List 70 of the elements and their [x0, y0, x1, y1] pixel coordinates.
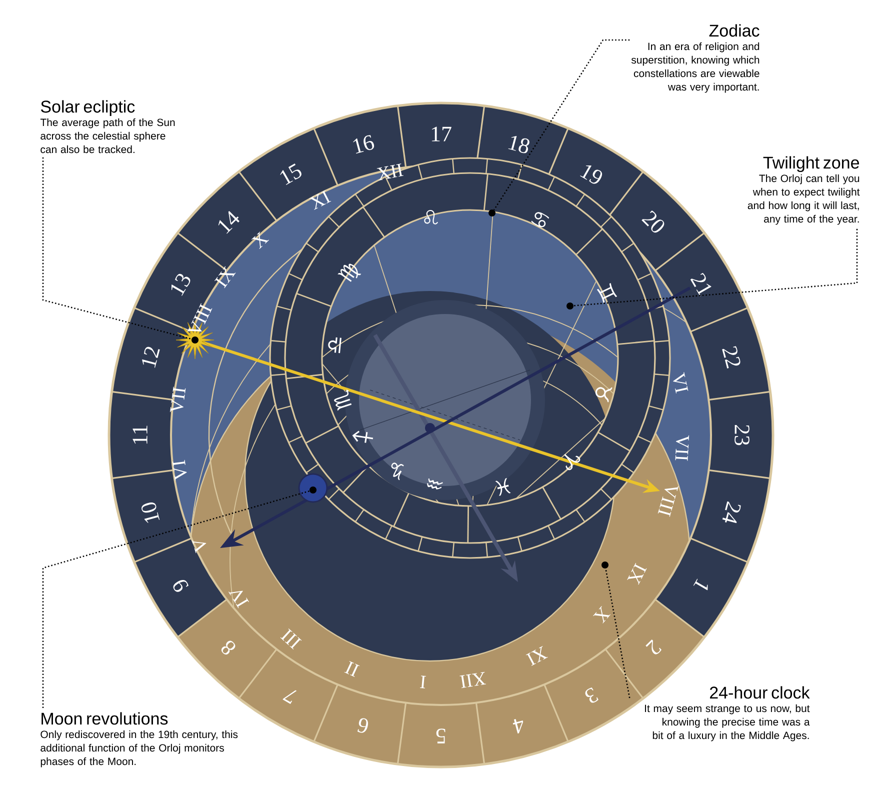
dial-numeral: 5	[436, 728, 446, 744]
zodiac-symbol: ♏	[334, 390, 352, 411]
dial-numeral: IX	[627, 562, 647, 585]
dial-numeral: XII	[460, 672, 486, 688]
dial-numeral: 9	[173, 580, 188, 592]
callout-text: 24-hour clock It may seem strange to us now, but knowing the precise time was a bit of a luxury in the Middle Ages.	[645, 686, 810, 742]
zodiac-symbol: ♒	[427, 478, 443, 490]
dial-numeral: 24	[722, 501, 741, 524]
pointer-dot	[488, 210, 496, 216]
dial-numeral: I	[420, 676, 426, 688]
dial-numeral: 14	[218, 210, 240, 234]
dial-numeral: 13	[172, 274, 190, 296]
dial-numeral: VII	[675, 435, 690, 461]
dial-numeral: 23	[734, 424, 750, 446]
zodiac-symbol: ♍	[338, 264, 362, 282]
dial-numeral: 2	[646, 639, 662, 654]
dial-numeral: XII	[376, 164, 404, 181]
zodiac-symbol: ♋	[531, 212, 550, 228]
leader-line	[42, 157, 192, 340]
dial-numeral: III	[280, 628, 302, 650]
dial-numeral: X	[593, 606, 611, 624]
dial-numeral: XI	[309, 190, 332, 210]
leader-line	[42, 490, 310, 708]
dial-numeral: 11	[132, 426, 148, 444]
dial-numeral: 22	[722, 346, 740, 368]
zodiac-symbol: ♓	[495, 478, 511, 496]
pointer-dot	[566, 302, 574, 310]
callout-text: Solar ecliptic The average path of the Sun across the celestial sphere can also be tracked.	[40, 100, 175, 154]
callout-text: Zodiac In an era of religion and superstition, knowing which constellations are viewable was very important.	[631, 24, 760, 93]
zodiac-symbol: ♑	[391, 462, 404, 480]
zodiac-symbol: ♊	[596, 283, 618, 303]
dial-numeral: 3	[585, 688, 598, 703]
dial-numeral: 1	[693, 578, 708, 590]
dial-numeral: X	[251, 232, 270, 249]
dial-numeral: 20	[642, 210, 664, 233]
dial-numeral: VIII	[658, 486, 679, 517]
dial-numeral: VI	[172, 460, 187, 481]
pointer-dot	[310, 486, 316, 494]
dial-numeral: XI	[526, 646, 548, 666]
pointer-dot	[192, 336, 198, 344]
leader-line	[574, 228, 858, 306]
zodiac-symbol: ♉	[595, 387, 612, 402]
leader-line	[605, 568, 630, 698]
dial-numeral: 19	[580, 166, 602, 184]
callout-text: Twilight zone The Orloj can tell you when to expect twilight and how long it will last, any time of the year.	[748, 156, 860, 225]
dial-numeral: 18	[508, 136, 530, 154]
dial-numeral: II	[344, 661, 360, 677]
zodiac-symbol: ♈	[564, 454, 580, 470]
dial-numeral: 16	[353, 135, 374, 154]
zodiac-symbol: ♎	[328, 337, 342, 354]
dial-numeral: 17	[432, 126, 452, 142]
zodiac-symbol: ♐	[352, 430, 374, 443]
dial-numeral: 8	[221, 640, 236, 655]
dial-numeral: 7	[282, 690, 297, 704]
dial-numeral: VIII	[187, 303, 212, 332]
dial-numeral: 6	[357, 718, 368, 733]
dial-numeral: IX	[214, 266, 236, 288]
dial-numeral: 12	[142, 346, 160, 368]
dial-numeral: VI	[673, 372, 688, 394]
dial-numeral: IV	[228, 590, 250, 608]
dial-numeral: VII	[170, 386, 186, 412]
zodiac-symbol: ♌	[424, 210, 438, 224]
leader-line	[493, 39, 630, 210]
pointer-dot	[602, 562, 608, 568]
dial-numeral: V	[192, 540, 206, 554]
callout-text: Moon revolutions Only rediscovered in the 19th century, this additional function of the Orloj monitors phases of the Moon.	[40, 712, 238, 768]
dial-numeral: 4	[512, 719, 524, 734]
dial-numeral: 15	[280, 163, 302, 186]
dial-numeral: 21	[690, 272, 712, 297]
dial-numeral: 10	[142, 502, 160, 523]
